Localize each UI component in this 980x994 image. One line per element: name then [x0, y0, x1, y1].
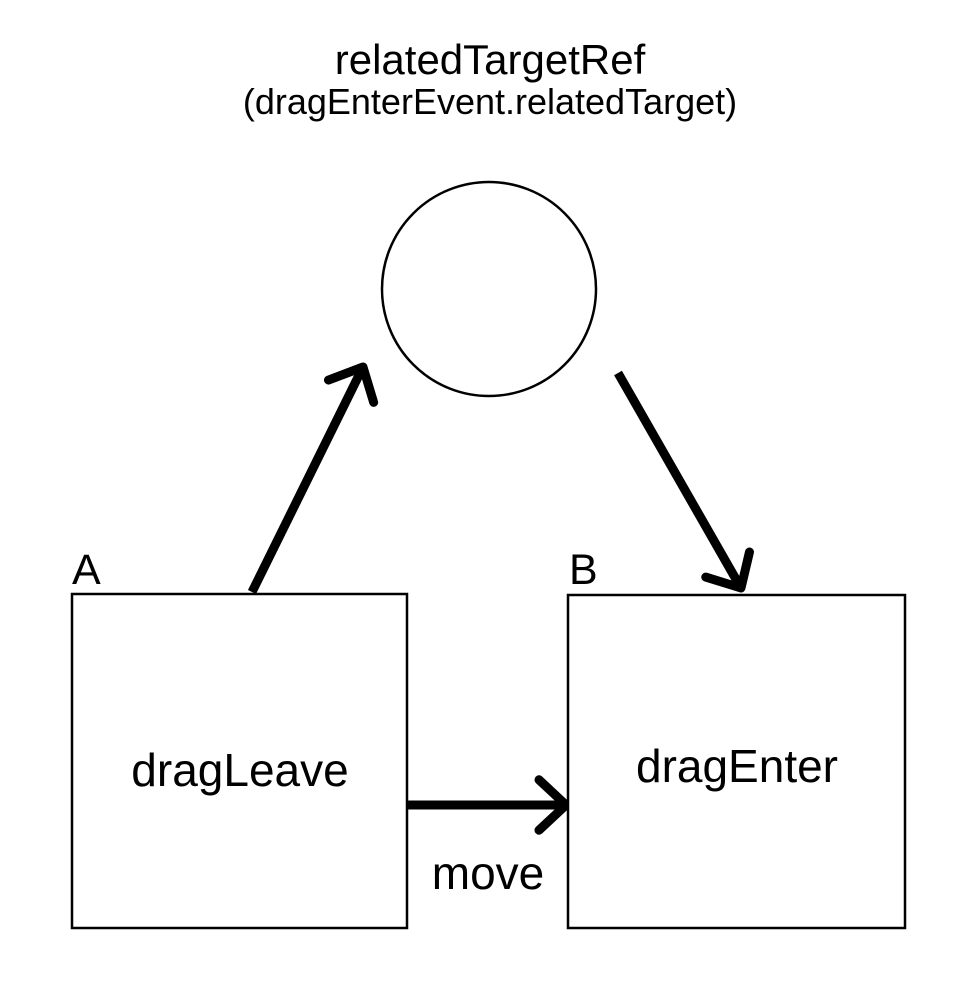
box-a-event-text: dragLeave: [131, 744, 348, 796]
related-target-circle: [380, 180, 598, 398]
box-b-event-text: dragEnter: [636, 740, 838, 792]
diagram-title: relatedTargetRef: [335, 36, 646, 83]
diagram-subtitle: (dragEnterEvent.relatedTarget): [243, 81, 737, 122]
edge-dragleave-to-relatedtarget: [247, 362, 379, 594]
box-a: [70, 592, 409, 930]
box-b-label: B: [569, 546, 598, 594]
edge-relatedtarget-to-dragenter: [614, 370, 754, 593]
box-b: [566, 593, 907, 930]
box-a-label: A: [72, 546, 101, 594]
edge-move-label: move: [432, 847, 544, 899]
